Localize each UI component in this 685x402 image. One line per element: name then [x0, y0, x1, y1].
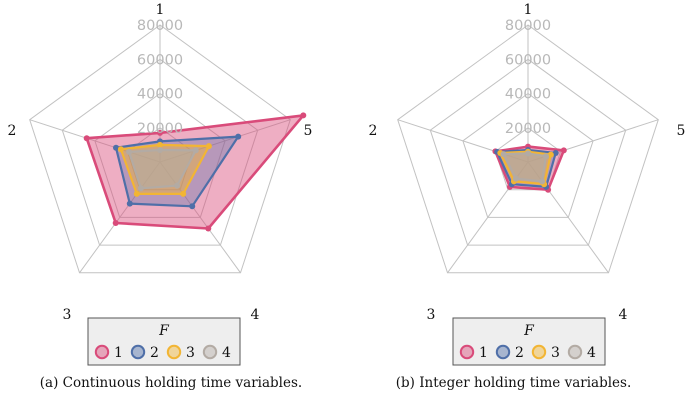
axis-label-2: 2 — [369, 123, 378, 139]
caption-continuous: (a) Continuous holding time variables. — [39, 375, 303, 391]
tick-label-80000: 80000 — [505, 18, 551, 34]
grid-ring-4 — [397, 24, 659, 274]
legend: F 1 2 3 4 — [87, 317, 241, 366]
legend-title: F — [158, 323, 170, 339]
series-4-point-1 — [157, 147, 163, 153]
series-2-point-3 — [126, 200, 133, 207]
tick-label-80000: 80000 — [137, 18, 183, 34]
legend-label-2: 2 — [515, 345, 524, 361]
grid-ring-2 — [462, 92, 594, 218]
grid-ring-1 — [494, 127, 562, 191]
legend-label-4: 4 — [222, 345, 231, 361]
legend: F 1 2 3 4 — [452, 317, 606, 366]
axis-label-1: 1 — [156, 2, 165, 18]
series-1-point-3 — [112, 220, 119, 226]
grid-ring-2 — [94, 92, 226, 218]
series-1-point-5 — [560, 147, 567, 154]
axis-label-5: 5 — [677, 123, 685, 139]
legend-label-1: 1 — [114, 345, 123, 361]
legend-label-4: 4 — [587, 345, 596, 361]
series-2-point-2 — [113, 144, 119, 151]
series-3-point-2 — [117, 146, 124, 153]
legend-marker-1 — [459, 344, 475, 360]
radar-series — [83, 112, 307, 232]
legend-marker-4 — [567, 344, 583, 360]
axis-labels: 1 2 3 4 5 — [369, 2, 685, 323]
series-4-point-1 — [525, 150, 531, 157]
series-2-point-5 — [235, 133, 242, 140]
series-3-point-5 — [547, 151, 554, 158]
legend-marker-4 — [202, 344, 218, 360]
legend-label-3: 3 — [551, 345, 560, 361]
axis-label-4: 4 — [251, 307, 260, 323]
series-1-point-2 — [83, 135, 90, 142]
legend-marker-2 — [495, 344, 511, 360]
series-4-point-2 — [500, 151, 507, 158]
axis-label-2: 2 — [8, 123, 17, 139]
axis-label-5: 5 — [304, 123, 313, 139]
grid-ring-3 — [61, 58, 259, 246]
series-2-point-4 — [189, 203, 196, 210]
tick-label-40000: 40000 — [505, 87, 551, 103]
series-4-point-3 — [512, 175, 519, 182]
radial-ticks: 20000 40000 60000 80000 — [505, 18, 551, 137]
series-3-point-5 — [205, 143, 212, 150]
axis-labels: 1 2 3 4 5 — [8, 2, 313, 323]
legend-marker-3 — [531, 344, 547, 360]
grid-ring-3 — [429, 58, 627, 246]
tick-label-40000: 40000 — [137, 87, 183, 103]
legend-marker-1 — [94, 344, 110, 360]
series-4-point-4 — [539, 178, 546, 185]
tick-label-20000: 20000 — [505, 121, 551, 137]
series-2-point-5 — [552, 150, 559, 156]
series-4-point-3 — [137, 185, 144, 192]
series-4-point-5 — [192, 147, 199, 154]
series-4-point-5 — [542, 153, 549, 160]
legend-marker-2 — [130, 344, 146, 360]
series-4-point-4 — [174, 182, 181, 189]
tick-label-60000: 60000 — [137, 52, 183, 68]
grid-ring-4 — [29, 24, 291, 274]
legend-marker-3 — [166, 344, 182, 360]
legend-title: F — [523, 323, 535, 339]
axis-label-3: 3 — [427, 307, 436, 323]
series-4-point-2 — [126, 148, 133, 155]
series-3-point-1 — [157, 141, 163, 148]
series-3-point-4 — [180, 190, 187, 197]
tick-label-20000: 20000 — [137, 121, 183, 137]
axis-label-1: 1 — [524, 2, 533, 18]
axis-label-4: 4 — [619, 307, 628, 323]
series-4-area — [502, 152, 548, 183]
legend-label-1: 1 — [479, 345, 488, 361]
series-4-area — [128, 148, 197, 190]
caption-integer: (b) Integer holding time variables. — [395, 375, 632, 391]
radial-ticks: 20000 40000 60000 80000 — [137, 18, 183, 137]
series-1-point-1 — [157, 129, 163, 136]
radar-series — [492, 143, 567, 193]
axis-label-3: 3 — [63, 307, 72, 323]
series-3-point-3 — [133, 190, 140, 197]
series-1-point-4 — [205, 225, 212, 232]
tick-label-60000: 60000 — [505, 52, 551, 68]
series-1-point-5 — [300, 112, 307, 119]
legend-label-2: 2 — [150, 345, 159, 361]
legend-label-3: 3 — [186, 345, 195, 361]
